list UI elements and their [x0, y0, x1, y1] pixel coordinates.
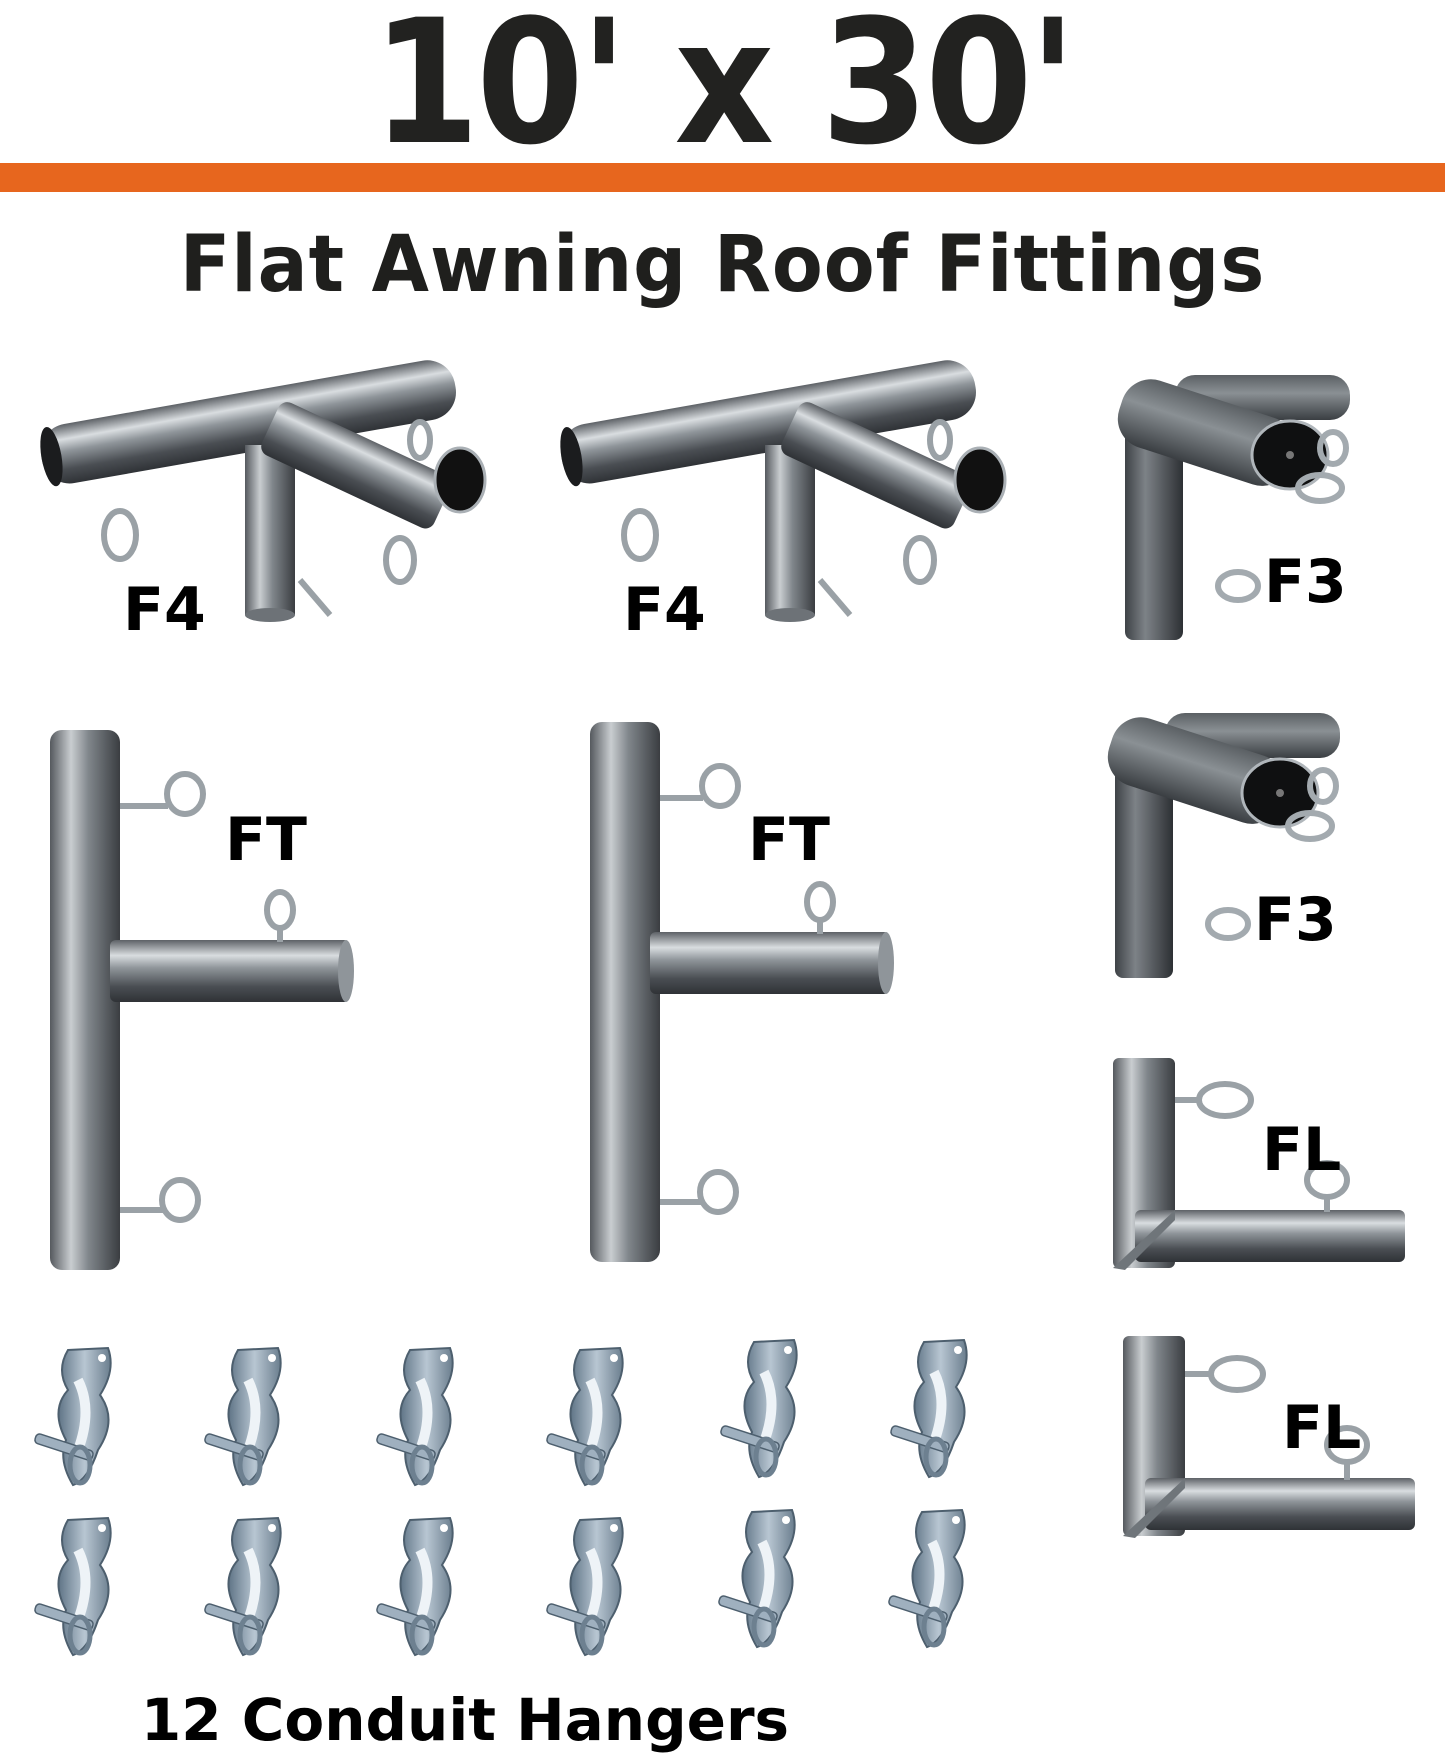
conduit-hanger-icon — [720, 1338, 798, 1479]
page-subtitle: Flat Awning Roof Fittings — [179, 220, 1266, 310]
hangers-caption: 12 Conduit Hangers — [140, 1686, 790, 1754]
f4-fitting-image — [40, 360, 487, 622]
fitting-label-f3: F3 — [1254, 885, 1337, 955]
f4-fitting-image — [560, 360, 1007, 622]
orange-divider — [0, 163, 1445, 192]
fitting-label-ft: FT — [225, 805, 307, 875]
fitting-label-f4: F4 — [123, 575, 206, 645]
fl-fitting-image — [1123, 1336, 1415, 1538]
conduit-hanger-icon — [204, 1346, 282, 1487]
f3-fitting-image — [1117, 375, 1350, 640]
conduit-hanger-icon — [718, 1508, 796, 1649]
conduit-hanger-icon — [204, 1516, 282, 1657]
fitting-label-ft: FT — [748, 805, 830, 875]
fitting-label-f3: F3 — [1264, 547, 1347, 617]
page-title: 10' x 30' — [372, 0, 1076, 183]
fitting-label-fl: FL — [1282, 1393, 1362, 1463]
conduit-hanger-icon — [376, 1516, 454, 1657]
fitting-label-f4: F4 — [623, 575, 706, 645]
f3-fitting-image — [1107, 713, 1340, 978]
conduit-hanger-icon — [890, 1338, 968, 1479]
conduit-hanger-icon — [34, 1346, 112, 1487]
conduit-hanger-icon — [376, 1346, 454, 1487]
conduit-hanger-icon — [34, 1516, 112, 1657]
fl-fitting-image — [1113, 1058, 1405, 1270]
ft-fitting-image — [590, 722, 894, 1262]
ft-fitting-image — [50, 730, 354, 1270]
conduit-hanger-icon — [888, 1508, 966, 1649]
conduit-hanger-icon — [546, 1516, 624, 1657]
conduit-hanger-icon — [546, 1346, 624, 1487]
fitting-label-fl: FL — [1262, 1115, 1342, 1185]
